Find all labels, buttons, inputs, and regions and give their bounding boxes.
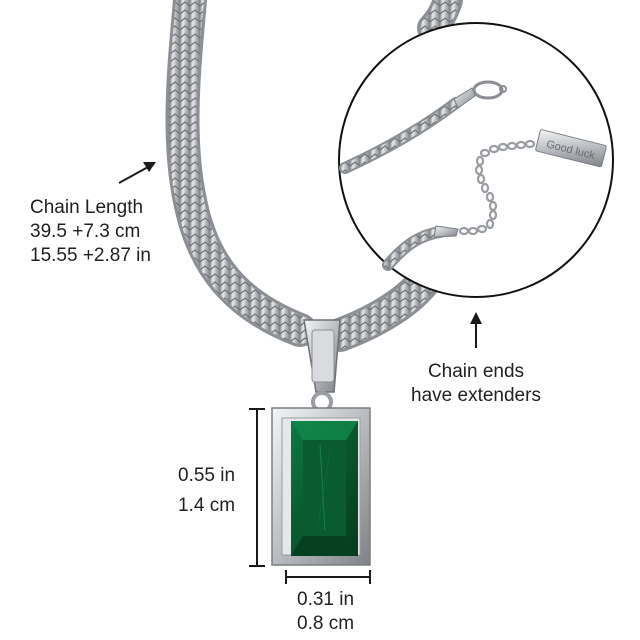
- pendant-width-label: 0.31 in 0.8 cm: [297, 588, 354, 636]
- extender-line1: Chain ends: [427, 361, 525, 382]
- pendant: [271, 407, 371, 566]
- chain-arrow: [118, 162, 156, 184]
- pendant-height-cm: 1.4 cm: [178, 495, 236, 516]
- chain-length-label: Chain Length 39.5 +7.3 cm 15.55 +2.87 in: [30, 196, 151, 268]
- chain-length-title: Chain Length: [30, 197, 144, 218]
- pendant-height-label: 0.55 in 1.4 cm: [178, 464, 235, 518]
- extender-detail-circle: Good luck: [338, 22, 614, 298]
- extender-arrow: [470, 312, 482, 348]
- height-dimension: [249, 408, 265, 567]
- good-luck-tag: Good luck: [535, 129, 607, 168]
- extender-label: Chain ends have extenders: [396, 360, 556, 408]
- pendant-width-cm: 0.8 cm: [297, 613, 355, 634]
- chain-length-cm: 39.5 +7.3 cm: [30, 221, 141, 242]
- width-dimension: [285, 570, 371, 584]
- extender-chain: [458, 139, 536, 236]
- pendant-width-in: 0.31 in: [297, 589, 355, 610]
- chain-length-in: 15.55 +2.87 in: [30, 245, 151, 266]
- extender-line2: have extenders: [411, 385, 541, 406]
- pendant-height-in: 0.55 in: [178, 465, 236, 486]
- lobster-clasp-icon: [472, 80, 507, 100]
- pendant-bail: [303, 319, 341, 413]
